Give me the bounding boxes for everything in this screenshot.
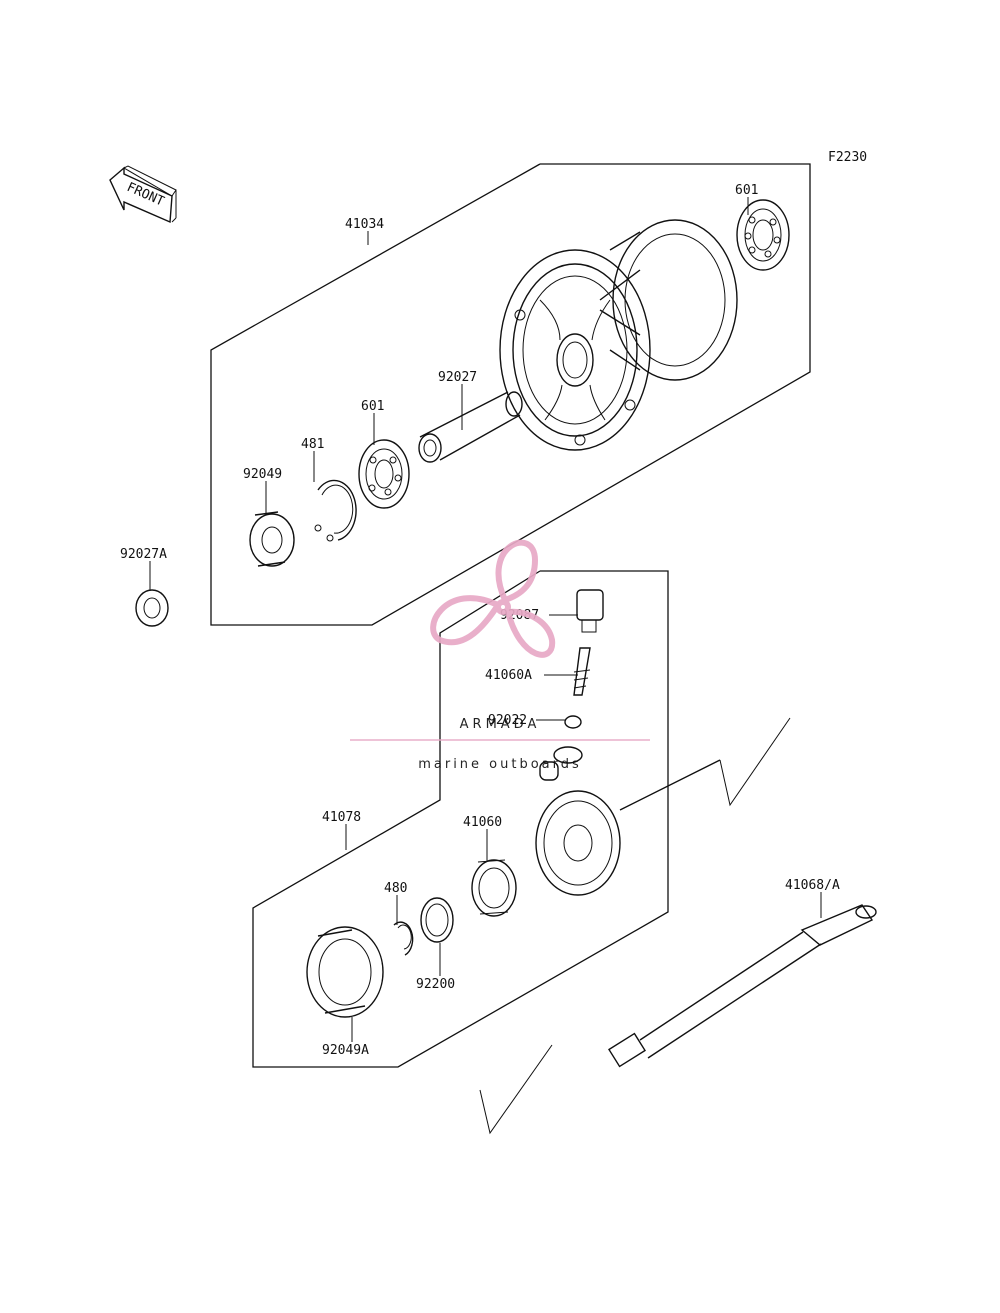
- collar-92027A: [135, 589, 169, 627]
- wheel-hub: [499, 219, 738, 451]
- figure-code: F2230: [828, 150, 867, 165]
- label-92200: 92200: [416, 977, 455, 992]
- label-41068A: 41068/A: [785, 878, 840, 893]
- label-41060A: 41060A: [485, 668, 532, 683]
- label-480: 480: [384, 881, 407, 896]
- pinion-41060A: [573, 647, 591, 696]
- bearing-601-right: [736, 199, 790, 271]
- label-41078: 41078: [322, 810, 361, 825]
- circlip-480: [393, 921, 414, 956]
- break-line-lower: [479, 1044, 553, 1135]
- part-labels: 41034 601 92027 601 481 92049 92027A 920…: [120, 183, 840, 1058]
- retainer-92200: [420, 897, 454, 943]
- cap-92087: [576, 589, 604, 633]
- label-41034: 41034: [345, 217, 384, 232]
- oil-seal-92049: [249, 511, 295, 567]
- label-92049A: 92049A: [322, 1043, 369, 1058]
- spacer-92027: [418, 391, 523, 463]
- label-92022: 92022: [488, 713, 527, 728]
- panel-assembly-frame: [252, 570, 669, 1068]
- axle-41068A: [608, 904, 877, 1068]
- hub-assembly-frame: [210, 163, 811, 626]
- label-92027: 92027: [438, 370, 477, 385]
- circlip-481: [314, 479, 357, 542]
- front-arrow-icon: FRONT: [109, 165, 177, 224]
- label-92027A: 92027A: [120, 547, 167, 562]
- oil-seal-92049A: [306, 926, 384, 1018]
- label-481: 481: [301, 437, 324, 452]
- label-601-top: 601: [735, 183, 758, 198]
- armada-watermark: ARMADA marine outboards: [350, 539, 650, 772]
- washer-92022: [564, 715, 582, 729]
- gear-41060: [471, 859, 517, 917]
- gear-housing: [535, 746, 721, 896]
- bearing-601-left: [358, 439, 410, 509]
- break-line-upper: [719, 717, 791, 807]
- watermark-brand: ARMADA: [460, 717, 541, 732]
- watermark-tagline: marine outboards: [418, 757, 582, 772]
- label-601-left: 601: [361, 399, 384, 414]
- label-92049: 92049: [243, 467, 282, 482]
- propeller-logo-icon: [430, 539, 556, 658]
- leader-lines: [149, 197, 822, 1042]
- label-41060: 41060: [463, 815, 502, 830]
